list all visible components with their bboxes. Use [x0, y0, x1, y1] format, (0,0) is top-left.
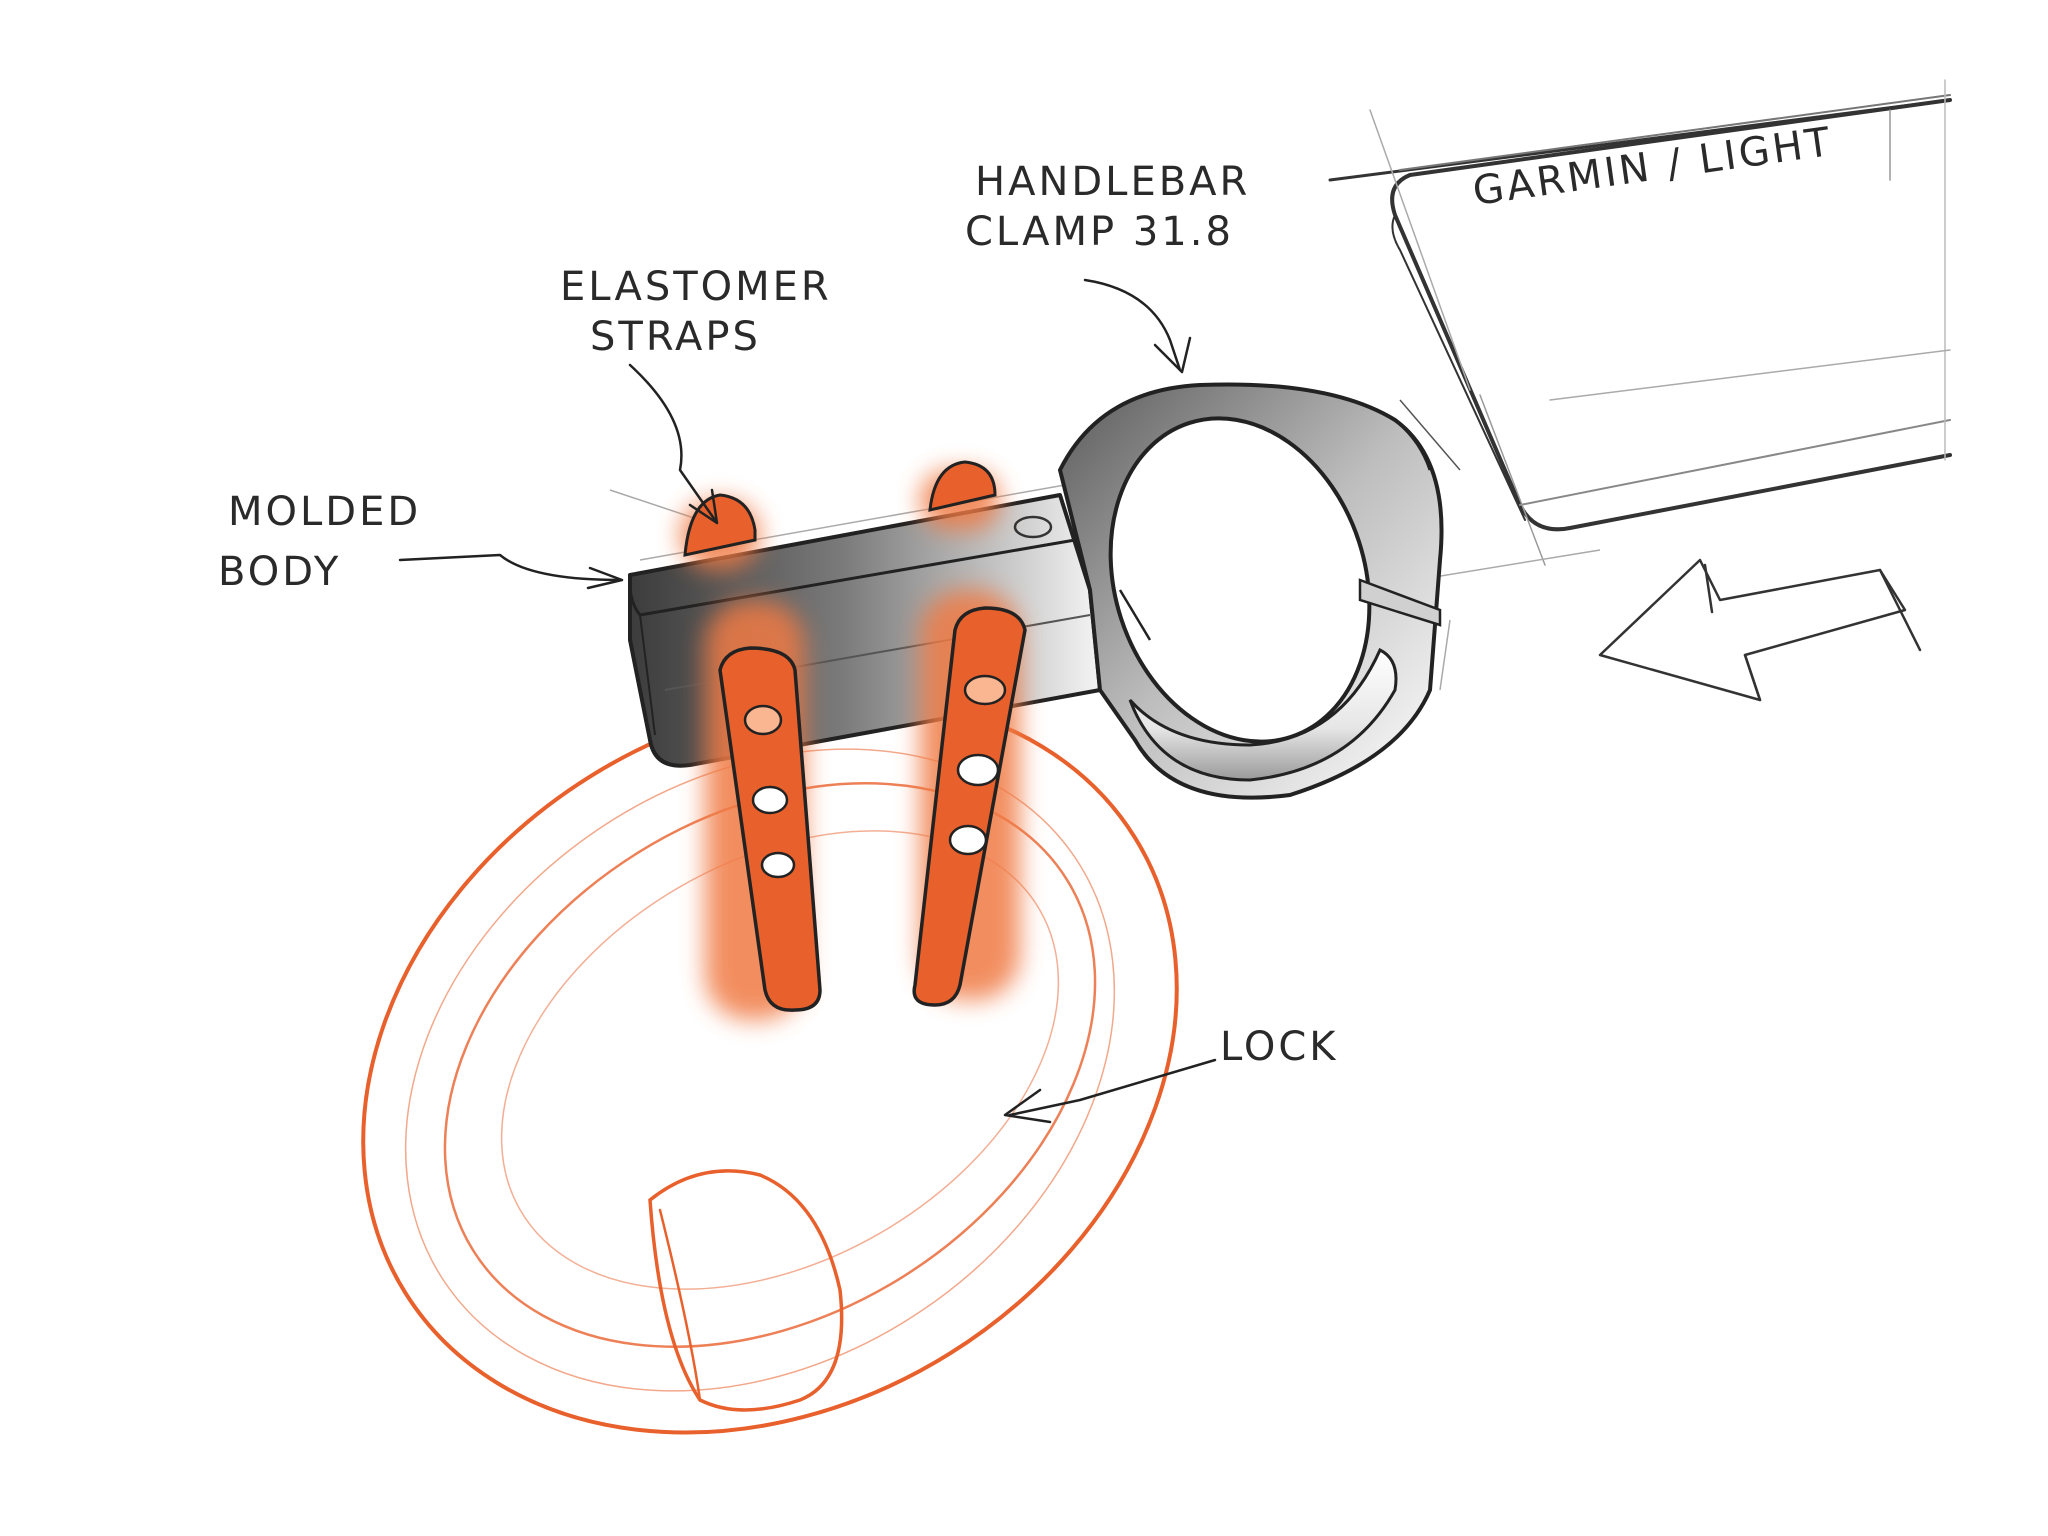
elastomer-straps-sketch — [680, 460, 1027, 1020]
lock-ring-sketch — [361, 695, 1179, 1435]
direction-arrow-icon — [1598, 558, 1922, 702]
leader-arrows — [398, 278, 1217, 1124]
handlebar-clamp-sketch — [1058, 382, 1461, 800]
label-handlebar-clamp-line1: HANDLEBAR — [975, 159, 1250, 205]
label-molded-body-line1: MOLDED — [228, 489, 421, 535]
label-elastomer-straps-line2: STRAPS — [590, 314, 761, 360]
label-elastomer-straps-line1: ELASTOMER — [560, 264, 832, 310]
label-molded-body-line2: BODY — [218, 549, 341, 595]
label-handlebar-clamp-line2: CLAMP 31.8 — [965, 209, 1234, 255]
garmin-device-sketch — [1328, 79, 1952, 566]
label-garmin-light: GARMIN / LIGHT — [1470, 119, 1836, 215]
label-lock: LOCK — [1220, 1024, 1339, 1070]
